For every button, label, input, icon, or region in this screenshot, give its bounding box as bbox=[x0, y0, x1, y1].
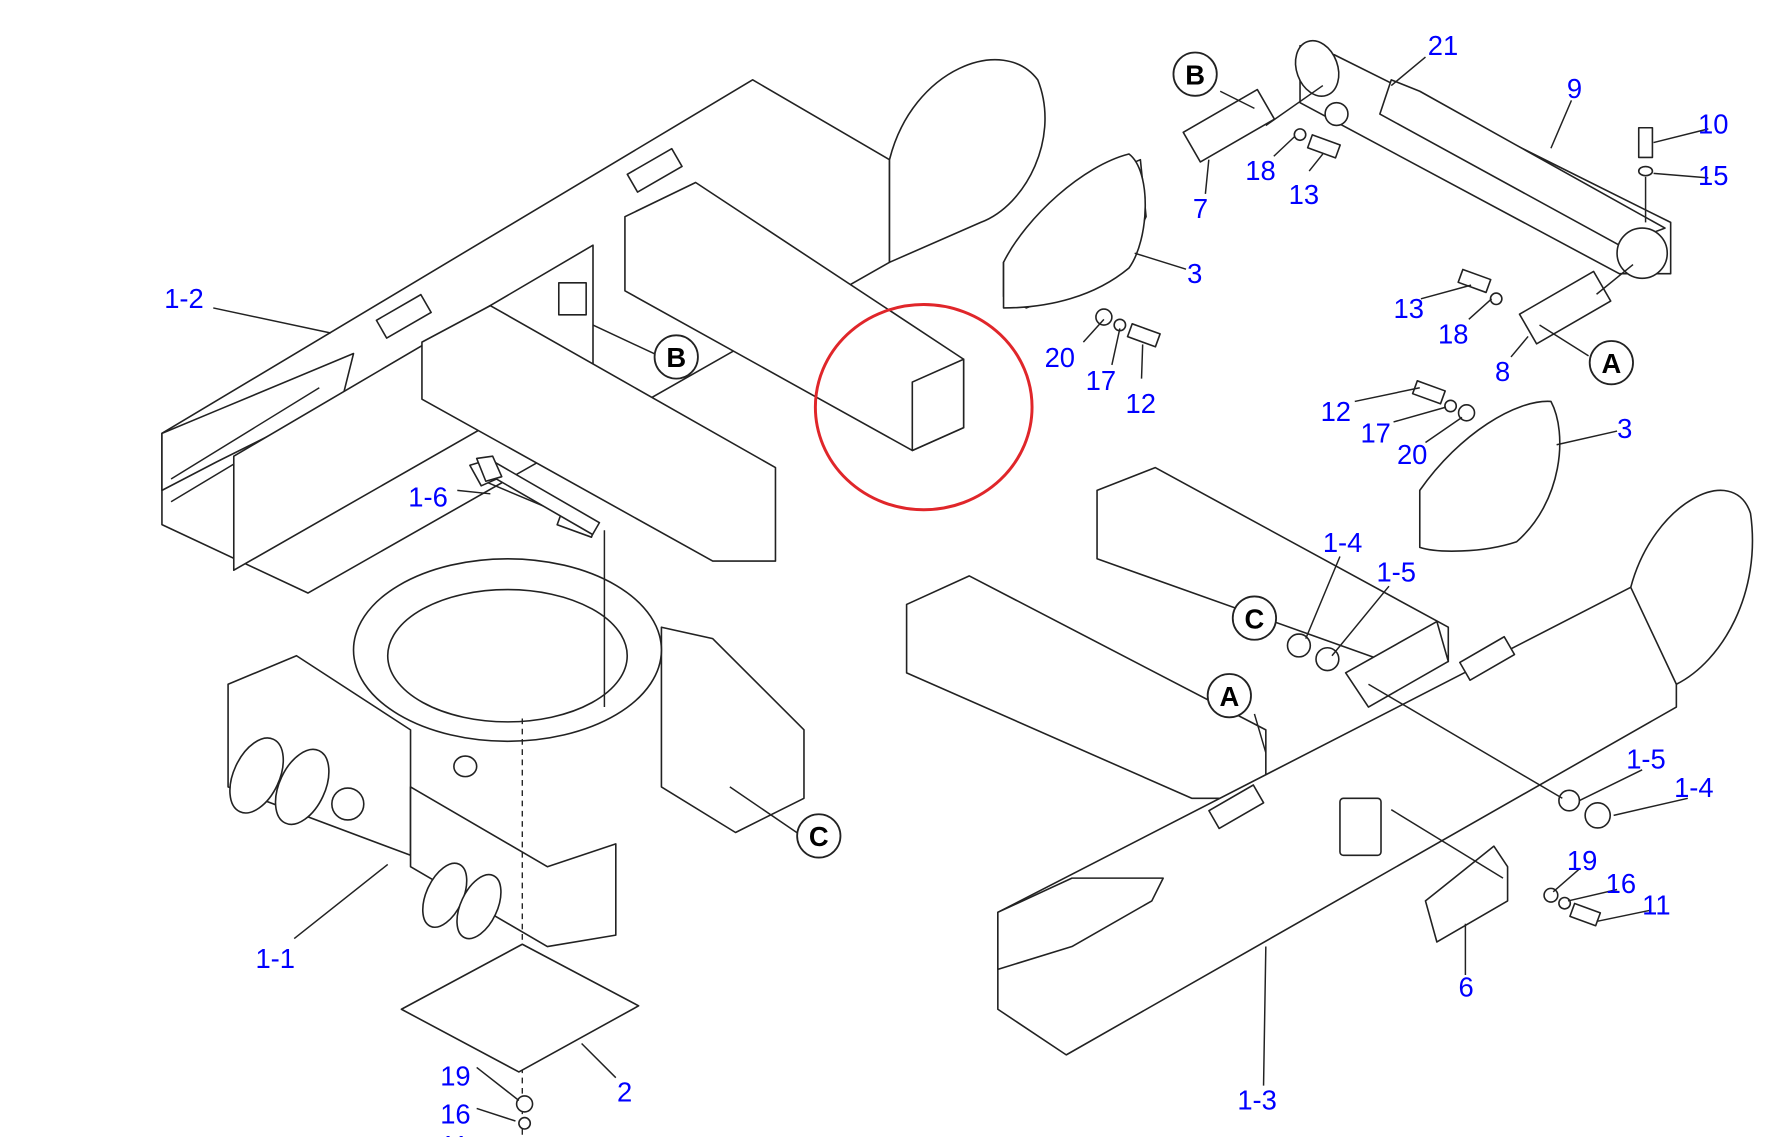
part-label: 1-1 bbox=[255, 943, 295, 974]
svg-text:C: C bbox=[809, 821, 829, 852]
svg-text:B: B bbox=[666, 342, 686, 373]
reference-marker-c-left: C bbox=[796, 813, 842, 859]
part-label: 1-5 bbox=[1626, 744, 1666, 775]
part-label: 17 bbox=[1360, 417, 1390, 448]
part-label: 1-5 bbox=[1376, 557, 1416, 588]
part-label: 1-2 bbox=[164, 283, 204, 314]
part-label: 13 bbox=[1394, 293, 1424, 324]
part-label: 21 bbox=[1428, 30, 1458, 61]
svg-text:B: B bbox=[1185, 59, 1205, 90]
part-label: 20 bbox=[1045, 342, 1075, 373]
part-label: 9 bbox=[1567, 73, 1582, 104]
part-label: 6 bbox=[1459, 972, 1474, 1003]
part-label: 1-3 bbox=[1237, 1085, 1277, 1116]
part-label: 19 bbox=[1567, 845, 1597, 876]
part-label: 19 bbox=[440, 1061, 470, 1092]
reference-marker-b-right: B bbox=[1172, 51, 1218, 97]
part-label: 11 bbox=[440, 1130, 468, 1137]
part-label: 17 bbox=[1086, 365, 1116, 396]
bolt-1-6 bbox=[475, 455, 601, 536]
part-label: 11 bbox=[1642, 890, 1670, 921]
part-label: 3 bbox=[1187, 258, 1202, 289]
part-label: 3 bbox=[1617, 413, 1632, 444]
part-label: 16 bbox=[1606, 868, 1636, 899]
reference-marker-a-lower: A bbox=[1206, 673, 1252, 719]
part-label: 15 bbox=[1698, 160, 1728, 191]
fasteners-lower bbox=[1411, 380, 1476, 422]
part-label: 2 bbox=[617, 1077, 632, 1108]
leader-lines bbox=[213, 56, 1709, 1122]
highlight-circle bbox=[813, 303, 1034, 512]
fasteners-upper bbox=[1095, 308, 1161, 348]
reference-marker-b-left: B bbox=[653, 334, 699, 380]
svg-text:A: A bbox=[1601, 348, 1621, 379]
reference-marker-c-lower: C bbox=[1231, 595, 1278, 641]
part-label: 13 bbox=[1289, 179, 1319, 210]
part-label: 16 bbox=[440, 1098, 470, 1129]
cover-plate-3-upper bbox=[1002, 153, 1147, 309]
part-label: 7 bbox=[1193, 193, 1208, 224]
svg-text:C: C bbox=[1245, 603, 1265, 634]
part-label: 1-4 bbox=[1674, 772, 1714, 803]
part-label: 10 bbox=[1698, 108, 1728, 139]
part-label: 18 bbox=[1438, 318, 1468, 349]
part-label: 12 bbox=[1126, 388, 1156, 419]
frame-1-1 bbox=[227, 530, 805, 1137]
frame-1-3 bbox=[905, 466, 1754, 1056]
reference-marker-a-right: A bbox=[1588, 340, 1634, 386]
part-label: 1-4 bbox=[1323, 527, 1363, 558]
part-label: 20 bbox=[1397, 439, 1427, 470]
part-label: 12 bbox=[1321, 396, 1351, 427]
part-labels: 1-2 1-6 3 20 17 12 21 9 10 15 18 13 7 13… bbox=[164, 30, 1728, 1137]
part-label: 8 bbox=[1495, 356, 1510, 387]
cover-plate-3-lower bbox=[1418, 400, 1561, 552]
frame-1-2 bbox=[161, 58, 1147, 594]
svg-text:A: A bbox=[1219, 681, 1239, 712]
part-label: 1-6 bbox=[408, 481, 448, 512]
part-label: 18 bbox=[1245, 155, 1275, 186]
